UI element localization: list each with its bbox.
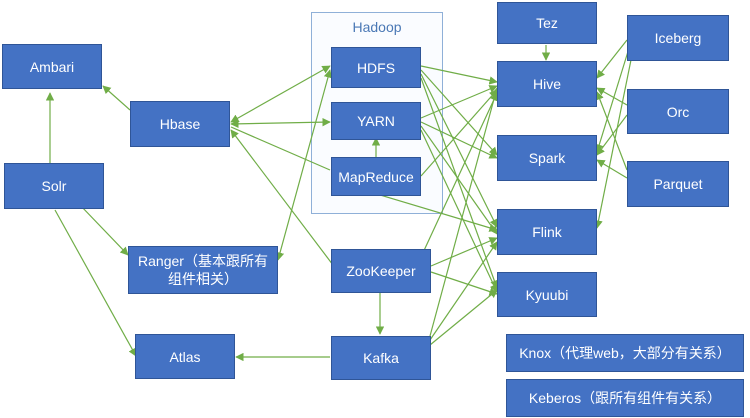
node-hdfs[interactable]: HDFS <box>331 47 421 88</box>
edge-yarn-spark <box>420 121 498 159</box>
edge-kafka-hive <box>429 87 500 337</box>
node-kafka[interactable]: Kafka <box>331 336 431 380</box>
node-kafka-label: Kafka <box>363 350 399 366</box>
node-iceberg[interactable]: Iceberg <box>627 15 729 61</box>
node-keberos[interactable]: Keberos（跟所有组件有关系） <box>506 379 744 417</box>
edge-parquet-spark <box>596 159 628 179</box>
edge-solr-atlas <box>54 209 137 357</box>
node-kyuubi[interactable]: Kyuubi <box>497 272 597 317</box>
edge-yarn-kyuubi <box>420 129 498 293</box>
node-ambari-label: Ambari <box>29 58 75 75</box>
node-hive-label: Hive <box>532 76 561 92</box>
edge-hdfs-hive <box>420 65 498 85</box>
node-atlas[interactable]: Atlas <box>135 334 235 379</box>
edge-hdfs-flink <box>420 73 498 228</box>
node-yarn-label: YARN <box>357 113 395 129</box>
node-flink[interactable]: Flink <box>497 209 597 255</box>
edge-zookeeper-flink <box>430 237 498 267</box>
node-atlas-label: Atlas <box>169 348 201 365</box>
node-ranger-label: Ranger（基本跟所有组件相关） <box>138 253 268 287</box>
edge-hdfs-spark <box>420 69 498 156</box>
edge-hbase-ambari <box>102 85 131 111</box>
node-zookeeper[interactable]: ZooKeeper <box>331 249 431 293</box>
node-flink-label: Flink <box>532 224 562 240</box>
node-hdfs-label: HDFS <box>356 59 396 76</box>
node-parquet[interactable]: Parquet <box>627 161 729 207</box>
edge-yarn-hive <box>420 85 498 119</box>
edge-mapreduce-hive <box>420 89 498 177</box>
edge-parquet-hive <box>595 91 628 171</box>
node-knox[interactable]: Knox（代理web，大部分有关系） <box>506 334 744 372</box>
node-kyuubi-label: Kyuubi <box>525 286 569 303</box>
node-iceberg-label: Iceberg <box>654 30 702 46</box>
node-zookeeper-label: ZooKeeper <box>346 263 416 279</box>
node-ambari[interactable]: Ambari <box>2 44 102 89</box>
edge-zookeeper-kyuubi <box>430 271 498 296</box>
node-spark-label: Spark <box>528 150 566 166</box>
edge-kafka-kyuubi <box>429 289 498 346</box>
edge-orc-spark <box>596 114 628 156</box>
node-yarn[interactable]: YARN <box>331 102 421 140</box>
edge-hdfs-kyuubi <box>420 77 499 289</box>
node-solr[interactable]: Solr <box>4 163 104 209</box>
node-mapreduce[interactable]: MapReduce <box>331 157 421 196</box>
node-hbase[interactable]: Hbase <box>130 101 230 147</box>
edge-yarn-flink <box>420 125 498 235</box>
edge-zookeeper-hive <box>420 92 498 258</box>
node-tez-label: Tez <box>536 15 558 31</box>
node-orc-label: Orc <box>666 103 690 120</box>
edge-solr-ranger <box>79 204 129 256</box>
edge-hbase-hdfs <box>230 65 331 123</box>
edge-hbase-mapreduce <box>230 126 331 171</box>
edge-orc-hive <box>596 87 628 106</box>
node-mapreduce-label: MapReduce <box>338 168 414 185</box>
node-orc[interactable]: Orc <box>627 89 729 134</box>
node-solr-label: Solr <box>41 178 67 194</box>
edge-mapreduce-flink <box>379 194 498 232</box>
node-knox-label: Knox（代理web，大部分有关系） <box>519 345 731 361</box>
edge-iceberg-hive <box>596 39 628 79</box>
hadoop-group-title: Hadoop <box>352 19 402 35</box>
node-parquet-label: Parquet <box>653 176 703 192</box>
node-hbase-label: Hbase <box>159 116 201 132</box>
node-hive[interactable]: Hive <box>497 61 597 107</box>
node-spark[interactable]: Spark <box>497 135 597 181</box>
node-ranger[interactable]: Ranger（基本跟所有组件相关） <box>128 246 278 294</box>
edge-ranger-hdfs <box>275 69 333 261</box>
node-tez[interactable]: Tez <box>497 2 597 44</box>
edge-iceberg-spark <box>595 44 631 153</box>
node-keberos-label: Keberos（跟所有组件有关系） <box>528 390 722 406</box>
